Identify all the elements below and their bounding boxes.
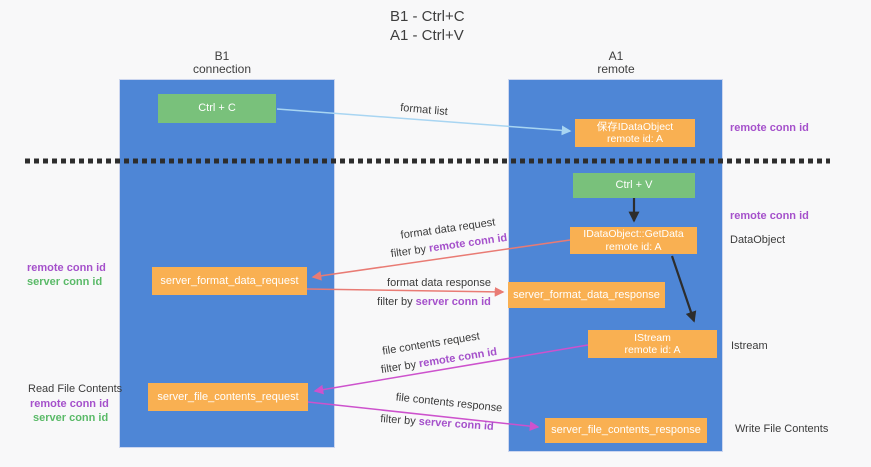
ctrl-v-box: Ctrl + V [573, 173, 695, 198]
lane-b1-name: B1 [214, 49, 230, 63]
server-file-contents-request-box: server_file_contents_request [148, 383, 308, 411]
server-conn-id-text: server conn id [418, 415, 495, 433]
server-file-contents-response-box: server_file_contents_response [545, 418, 707, 443]
remote-conn-id-annotation-left2: remote conn id [30, 398, 109, 410]
server-conn-id-text: server conn id [415, 296, 491, 308]
save-idataobject-box: 保存IDataObject remote id: A [575, 119, 695, 147]
filter-by-text: filter by [379, 413, 420, 428]
server-conn-id-annotation-left1: server conn id [27, 276, 103, 288]
istream-line2: remote id: A [624, 344, 681, 356]
lane-header-b1: B1 connection [193, 50, 251, 76]
remote-conn-id-annotation-left1: remote conn id [27, 262, 106, 274]
server-format-data-request-label: server_format_data_request [160, 274, 299, 287]
remote-conn-id-annotation-top: remote conn id [730, 122, 809, 134]
filter-by-text: filter by [380, 358, 421, 377]
server-file-contents-request-label: server_file_contents_request [157, 390, 299, 403]
lane-b1-role: connection [192, 62, 252, 76]
format-data-response-filter-label: filter by server conn id [377, 296, 491, 308]
file-contents-response-label: file contents response [395, 391, 503, 415]
ctrl-c-label: Ctrl + C [198, 102, 236, 114]
server-conn-id-annotation-left2: server conn id [33, 412, 109, 424]
format-data-response-arrow [306, 286, 505, 297]
lane-a1-role: remote [597, 62, 635, 76]
server-format-data-response-box: server_format_data_response [508, 282, 665, 308]
ctrl-v-label: Ctrl + V [615, 179, 653, 191]
istream-line1: IStream [634, 331, 671, 344]
ctrl-c-box: Ctrl + C [158, 94, 276, 123]
title-line2: A1 - Ctrl+V [390, 27, 464, 44]
idataobject-getdata-box: IDataObject::GetData remote id: A [570, 227, 697, 254]
diagram-title: B1 - Ctrl+C A1 - Ctrl+V [390, 7, 465, 45]
save-idataobject-line2: remote id: A [606, 133, 664, 145]
write-file-contents-annotation: Write File Contents [735, 423, 829, 435]
filter-by-text: filter by [377, 296, 416, 308]
server-format-data-response-label: server_format_data_response [513, 288, 660, 301]
lane-header-a1: A1 remote [597, 50, 634, 76]
format-list-label: format list [399, 101, 449, 119]
filter-by-text: filter by [390, 242, 430, 261]
server-format-data-request-box: server_format_data_request [152, 267, 307, 295]
dataobject-annotation: DataObject [730, 234, 786, 246]
getdata-line2: remote id: A [605, 240, 662, 253]
remote-conn-id-annotation-mid: remote conn id [730, 210, 809, 222]
istream-annotation: Istream [731, 340, 768, 352]
read-file-contents-annotation: Read File Contents [28, 383, 123, 395]
getdata-line1: IDataObject::GetData [583, 228, 684, 240]
lane-a1-name: A1 [608, 49, 624, 63]
save-idataobject-line1: 保存IDataObject [596, 120, 674, 133]
file-contents-response-filter-label: filter by server conn id [380, 413, 494, 433]
istream-box: IStream remote id: A [588, 330, 717, 358]
format-data-response-label: format data response [387, 277, 491, 289]
server-file-contents-response-label: server_file_contents_response [551, 424, 701, 436]
title-line1: B1 - Ctrl+C [390, 8, 465, 25]
